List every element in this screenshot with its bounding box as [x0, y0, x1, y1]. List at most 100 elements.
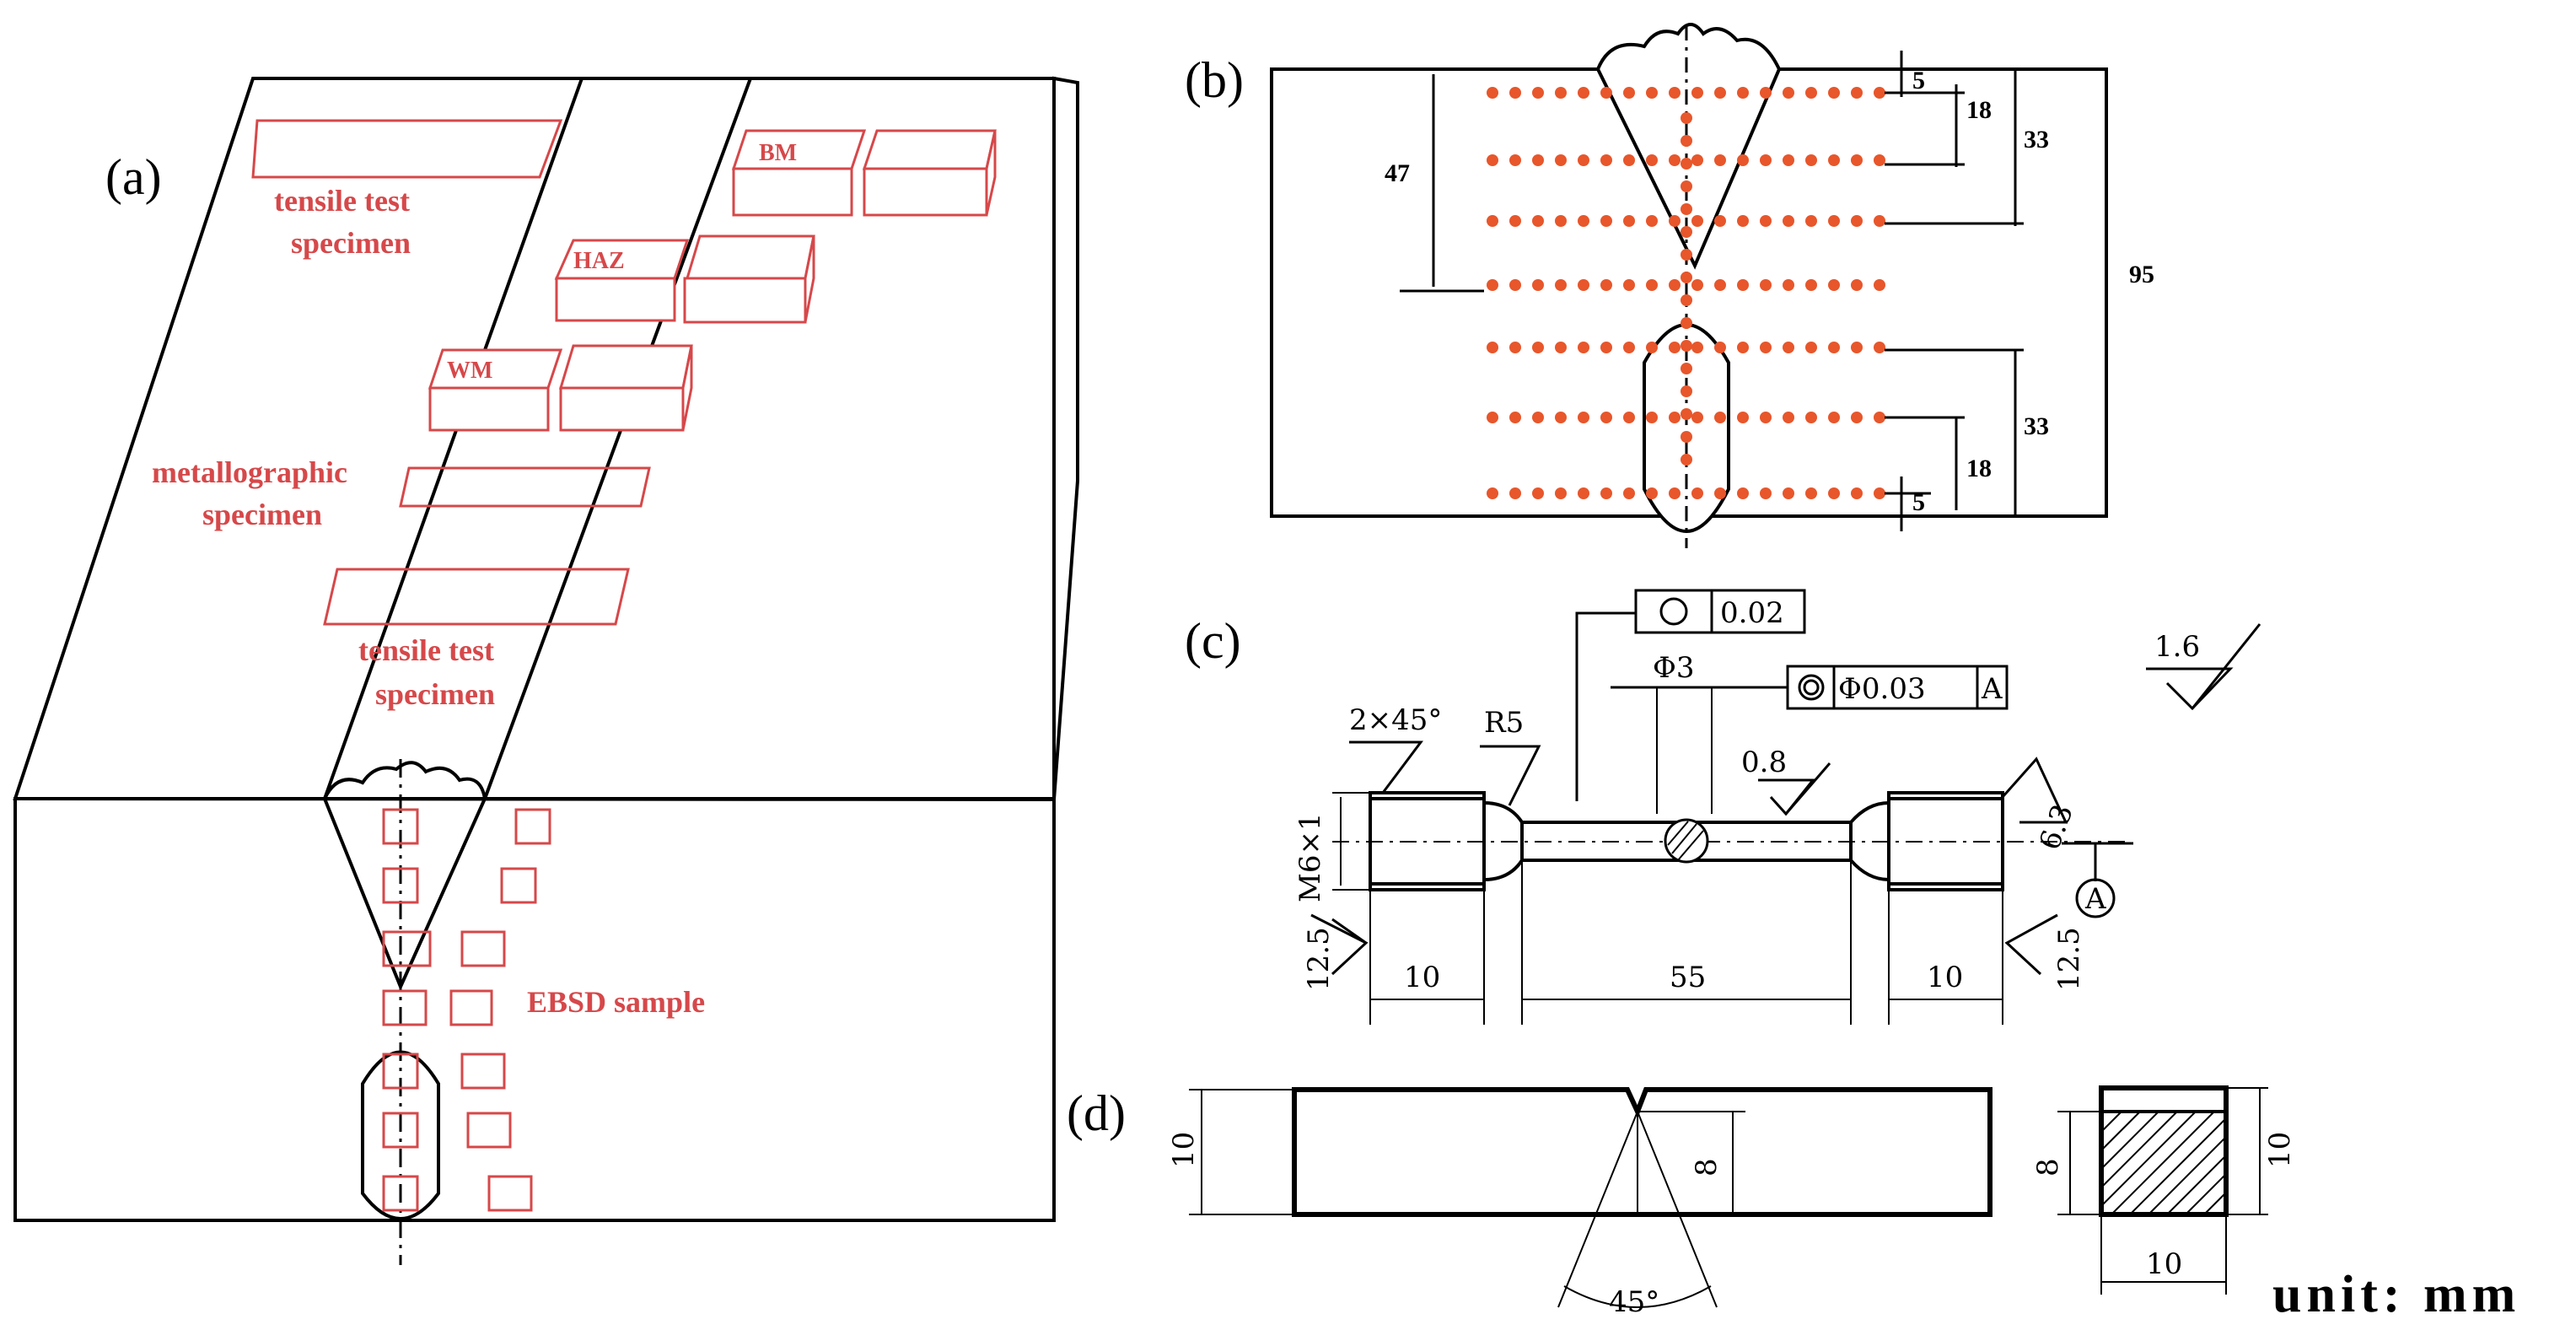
ebsd-label: EBSD sample: [527, 985, 705, 1019]
hardness-point: [1681, 249, 1692, 261]
hatch-line: [2100, 1111, 2122, 1133]
hardness-point: [1681, 317, 1692, 329]
hardness-point: [1805, 412, 1817, 423]
hardness-point: [1805, 154, 1817, 166]
section-w10: 10: [2146, 1247, 2182, 1281]
hardness-point: [1737, 215, 1749, 227]
hardness-point: [1691, 279, 1703, 291]
len-right: 10: [1927, 961, 1963, 994]
hardness-point: [1600, 412, 1612, 423]
hardness-point: [1487, 412, 1498, 423]
hardness-point: [1532, 412, 1544, 423]
hardness-point: [1681, 454, 1692, 466]
hardness-point: [1681, 408, 1692, 420]
hardness-point: [1805, 215, 1817, 227]
rough-16-symbol: [2146, 667, 2234, 711]
hardness-point: [1578, 154, 1589, 166]
hardness-point: [1578, 487, 1589, 499]
rough-125-left: 12.5: [1302, 927, 1336, 991]
hardness-point: [1783, 215, 1794, 227]
hardness-point: [1509, 215, 1521, 227]
hardness-point: [1646, 87, 1658, 99]
hardness-point: [1669, 279, 1681, 291]
panel-a: (a) BM HAZ: [13, 76, 1079, 1265]
tensile-top-label: tensile test specimen: [274, 184, 417, 260]
hardness-point: [1646, 487, 1658, 499]
hardness-point: [1737, 87, 1749, 99]
hardness-point: [1555, 279, 1567, 291]
rough-63: 6.3: [2033, 800, 2080, 854]
rough-08: 0.8: [1741, 746, 1787, 779]
tensile-bottom-label: tensile test specimen: [358, 633, 502, 711]
hardness-point: [1623, 487, 1635, 499]
hardness-point: [1555, 342, 1567, 353]
hardness-point: [1487, 487, 1498, 499]
datum-a: A: [2084, 882, 2106, 916]
panel-b-label: (b): [1185, 52, 1244, 108]
hardness-point: [1532, 487, 1544, 499]
hardness-point: [1555, 412, 1567, 423]
tensile-bottom-specimen: [323, 568, 630, 626]
hardness-point: [1487, 215, 1498, 227]
hardness-point: [1691, 412, 1703, 423]
hardness-point: [1851, 279, 1863, 291]
hardness-point: [1487, 87, 1498, 99]
hardness-point: [1532, 342, 1544, 353]
haz-specimen: [554, 234, 815, 324]
hardness-point: [1783, 342, 1794, 353]
section-h8: 8: [2031, 1158, 2065, 1177]
hatch-line: [2129, 1117, 2227, 1215]
hardness-point: [1681, 272, 1692, 283]
hardness-point: [1828, 215, 1840, 227]
hardness-point: [1669, 412, 1681, 423]
hardness-point: [1555, 87, 1567, 99]
hardness-point: [1851, 412, 1863, 423]
bm-label: BM: [759, 140, 797, 166]
hardness-point: [1681, 340, 1692, 352]
cylindricity-icon: [1659, 597, 1688, 626]
hardness-point: [1737, 154, 1749, 166]
hardness-point: [1532, 279, 1544, 291]
hardness-point: [1874, 154, 1885, 166]
hardness-point: [1760, 154, 1772, 166]
hardness-point: [1600, 487, 1612, 499]
diameter-label: Φ3: [1653, 651, 1695, 685]
hardness-point: [1805, 87, 1817, 99]
hardness-point: [1487, 342, 1498, 353]
hardness-point: [1691, 487, 1703, 499]
hardness-point: [1828, 87, 1840, 99]
chamfer-label: 2×45°: [1349, 703, 1442, 737]
hardness-points: [1487, 87, 1885, 499]
hardness-point: [1646, 154, 1658, 166]
hardness-point: [1532, 154, 1544, 166]
haz-label: HAZ: [573, 248, 625, 274]
hardness-point: [1623, 154, 1635, 166]
hardness-point: [1783, 87, 1794, 99]
notch-angle: 45°: [1609, 1285, 1659, 1319]
hardness-point: [1691, 215, 1703, 227]
hardness-point: [1681, 158, 1692, 170]
tensile-top-specimen: [251, 119, 563, 179]
thread-label: M6×1: [1293, 812, 1327, 902]
hatch-line: [2111, 1111, 2215, 1215]
hatch-line: [2222, 1210, 2227, 1215]
dim-5-bottom: 5: [1912, 488, 1925, 516]
hardness-point: [1681, 180, 1692, 192]
hardness-point: [1851, 87, 1863, 99]
hardness-point: [1851, 342, 1863, 353]
hardness-point: [1874, 412, 1885, 423]
panel-c: (c) 0.02 Φ0.03 A Φ3 1.6: [1185, 589, 2261, 1025]
hardness-point: [1828, 487, 1840, 499]
concentricity-icon: [1798, 674, 1825, 701]
hardness-point: [1509, 87, 1521, 99]
hardness-point: [1646, 215, 1658, 227]
hardness-point: [1805, 279, 1817, 291]
hardness-point: [1578, 342, 1589, 353]
hardness-point: [1646, 342, 1658, 353]
hardness-point: [1760, 487, 1772, 499]
hardness-point: [1487, 154, 1498, 166]
section-mark: [1664, 818, 1709, 864]
hardness-point: [1600, 154, 1612, 166]
len-left: 10: [1404, 961, 1440, 994]
hardness-point: [1828, 412, 1840, 423]
